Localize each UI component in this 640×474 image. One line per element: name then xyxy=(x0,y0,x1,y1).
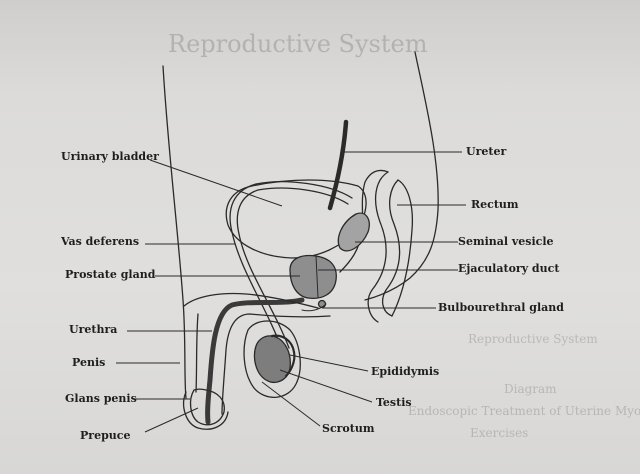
label-prepuce: Prepuce xyxy=(80,430,130,442)
rectum-outer xyxy=(368,172,388,322)
label-glans-penis: Glans penis xyxy=(65,393,137,405)
bulbourethral-gland-shape xyxy=(319,301,326,308)
ureter-shape xyxy=(330,122,346,208)
label-rectum: Rectum xyxy=(471,199,519,211)
body-front-outline xyxy=(163,66,186,398)
leader-scrotum xyxy=(262,382,320,426)
leader-prepuce xyxy=(145,408,198,432)
prostate-gland-shape xyxy=(290,256,336,299)
leader-epididymis xyxy=(290,355,368,371)
rectum-back xyxy=(392,180,412,316)
body-back-outline xyxy=(365,52,438,300)
label-urinary-bladder: Urinary bladder xyxy=(61,151,159,163)
leader-testis xyxy=(280,370,372,402)
label-epididymis: Epididymis xyxy=(371,366,439,378)
label-urethra: Urethra xyxy=(69,324,117,336)
label-ureter: Ureter xyxy=(466,146,506,158)
seminal-vesicle-shape xyxy=(338,213,369,251)
label-seminal-vesicle: Seminal vesicle xyxy=(458,236,554,248)
rectum-inner xyxy=(383,180,400,316)
label-bulbourethral-gland: Bulbourethral gland xyxy=(438,302,564,314)
penis-front-outline xyxy=(196,314,198,392)
testis-shape xyxy=(254,336,290,382)
label-prostate-gland: Prostate gland xyxy=(65,269,155,281)
label-penis: Penis xyxy=(72,357,105,369)
label-scrotum: Scrotum xyxy=(322,423,375,435)
label-vas-deferens: Vas deferens xyxy=(61,236,139,248)
label-ejaculatory-duct: Ejaculatory duct xyxy=(458,263,559,275)
label-testis: Testis xyxy=(376,397,412,409)
